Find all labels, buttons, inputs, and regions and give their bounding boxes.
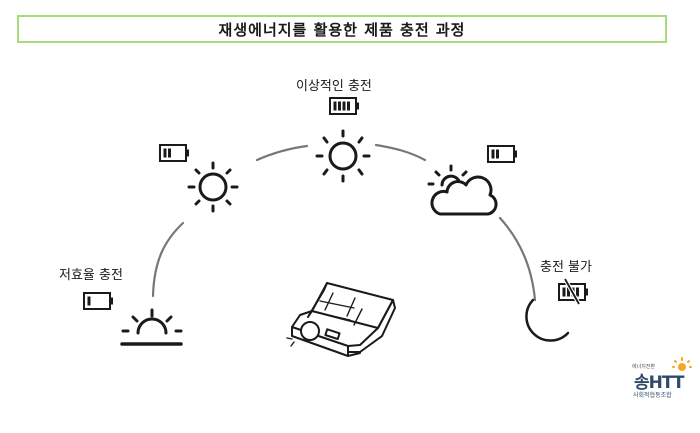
arc-segment-cloudy-night xyxy=(498,216,537,302)
label-low-efficiency: 저효율 충전 xyxy=(59,268,123,283)
logo-main-text: 송HTT xyxy=(634,373,684,393)
sunrise-icon xyxy=(120,308,183,346)
arc-segment-noon-cloudy xyxy=(374,143,427,162)
title-box: 재생에너지를 활용한 제품 충전 과정 xyxy=(17,15,667,43)
partly-cloudy-icon xyxy=(427,164,498,216)
logo-top-text: 에너지전환 xyxy=(632,364,656,370)
battery-icon-full xyxy=(329,97,359,115)
battery-icon-half-morning xyxy=(159,144,189,162)
logo-sun-icon xyxy=(672,357,692,371)
arc-path xyxy=(151,143,537,302)
logo-bottom-text: 사회적협동조합 xyxy=(633,392,672,399)
solar-projector-icon xyxy=(286,282,396,357)
logo: 에너지전환 송HTT 사회적협동조합 xyxy=(630,357,694,403)
arc-segment-sunrise-morning xyxy=(151,221,185,298)
label-no-charging: 충전 불가 xyxy=(540,260,592,275)
sun-icon-noon xyxy=(315,129,371,183)
moon-icon xyxy=(525,298,570,342)
label-ideal-charging: 이상적인 충전 xyxy=(296,79,372,94)
battery-icon-disabled xyxy=(558,278,588,305)
sun-icon-morning xyxy=(187,161,239,213)
arc-segment-morning-noon xyxy=(255,144,309,162)
page-title: 재생에너지를 활용한 제품 충전 과정 xyxy=(218,20,466,39)
battery-icon-half-cloudy xyxy=(487,145,517,163)
battery-icon-low xyxy=(83,292,113,310)
